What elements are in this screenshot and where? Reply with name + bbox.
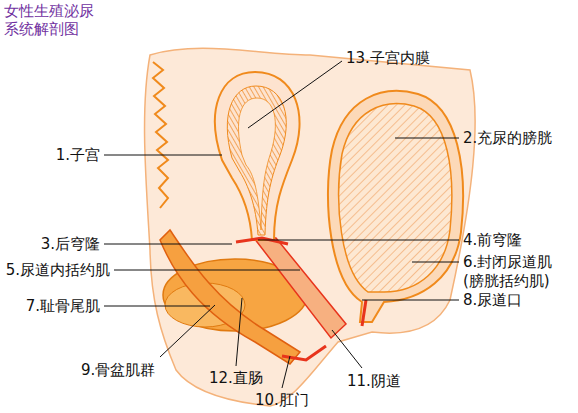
part-label: 5.尿道内括约肌 bbox=[6, 261, 110, 279]
part-label: 4.前穹隆 bbox=[463, 231, 522, 249]
bladder bbox=[339, 104, 452, 292]
leader-line bbox=[104, 244, 232, 245]
leader-line bbox=[104, 155, 222, 156]
bladder-wall bbox=[328, 91, 463, 322]
vagina bbox=[254, 238, 346, 338]
part-label: 9.骨盆肌群 bbox=[81, 361, 155, 379]
part-label: 6.封闭尿道肌 (膀胱括约肌) bbox=[463, 253, 563, 291]
leader-line bbox=[362, 300, 459, 301]
leader-line bbox=[395, 138, 459, 139]
fornix bbox=[236, 238, 288, 244]
leader-line bbox=[236, 298, 242, 366]
spine-edge bbox=[153, 62, 168, 208]
leader-line bbox=[412, 262, 459, 263]
part-label: 3.后穹隆 bbox=[41, 235, 100, 253]
body-outline bbox=[145, 48, 476, 406]
urethra bbox=[362, 300, 366, 326]
uterus bbox=[215, 72, 300, 240]
anus bbox=[282, 346, 326, 360]
part-label: 2.充尿的膀胱 bbox=[463, 129, 552, 147]
part-label: 1.子宫 bbox=[56, 146, 100, 164]
leader-line bbox=[160, 305, 215, 357]
uterine-cavity bbox=[238, 98, 275, 230]
diagram-title: 女性生殖泌尿 系统解剖图 bbox=[4, 2, 104, 38]
leader-line bbox=[114, 270, 300, 271]
part-label: 7.耻骨尾肌 bbox=[26, 297, 100, 315]
part-label: 8.尿道口 bbox=[463, 291, 522, 309]
part-label: 10.肛门 bbox=[255, 391, 309, 409]
leader-lines bbox=[104, 61, 459, 388]
part-label: 11.阴道 bbox=[347, 372, 401, 390]
leader-line bbox=[332, 330, 362, 368]
part-label: 13.子宫内膜 bbox=[346, 49, 430, 67]
leader-line bbox=[248, 61, 342, 128]
leader-line bbox=[282, 356, 290, 388]
part-label: 12.直肠 bbox=[209, 369, 263, 387]
endometrium bbox=[227, 86, 286, 235]
leader-line bbox=[258, 240, 459, 241]
leader-line bbox=[104, 306, 210, 307]
